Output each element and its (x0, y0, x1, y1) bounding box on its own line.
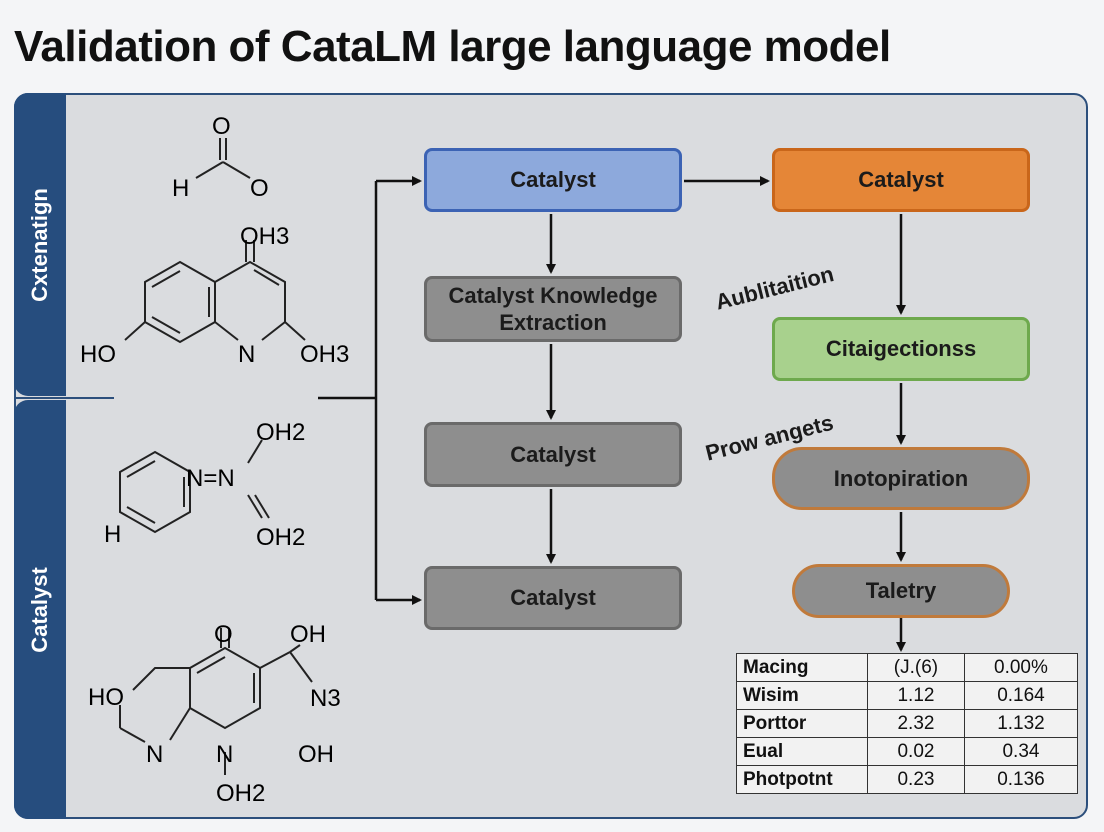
m4-oh2-bottom: OH2 (216, 780, 265, 807)
flow-box-catalyst-gray-2[interactable]: Catalyst (424, 566, 682, 630)
m4-oh-right: OH (298, 741, 334, 768)
molecule-fused-ring (119, 628, 313, 775)
m3-h: H (104, 521, 121, 548)
table-cell-label: Eual (736, 737, 868, 766)
page-title: Validation of CataLM large language mode… (14, 22, 891, 71)
molecule-formic (195, 138, 251, 179)
table-cell-value: 0.02 (867, 737, 965, 766)
flow-box-knowledge-extraction[interactable]: Catalyst Knowledge Extraction (424, 276, 682, 342)
m2-n: N (238, 341, 255, 368)
m4-n-right: N (216, 741, 233, 768)
table-cell-label: Porttor (736, 709, 868, 738)
flow-box-taletry[interactable]: Taletry (792, 564, 1010, 618)
table-cell-value: 0.00% (963, 653, 1079, 682)
flow-box-inotopiration[interactable]: Inotopiration (772, 447, 1030, 510)
molecule-quinolinone (124, 240, 306, 344)
sidebar-divider (14, 397, 114, 399)
m4-n-left: N (146, 741, 163, 768)
sidebar-section-bottom: Catalyst (14, 400, 66, 819)
table-cell-value: 0.23 (867, 765, 965, 794)
table-cell-value: 0.34 (963, 737, 1079, 766)
table-cell-label: Wisim (736, 681, 868, 710)
flow-box-catalyst-orange[interactable]: Catalyst (772, 148, 1030, 212)
m1-h: H (172, 175, 189, 202)
flow-box-catalyst-blue[interactable]: Catalyst (424, 148, 682, 212)
m1-o-top: O (212, 113, 231, 140)
table-cell-value: 1.12 (867, 681, 965, 710)
table-cell-value: 0.164 (963, 681, 1079, 710)
table-cell-value: 0.136 (963, 765, 1079, 794)
table-cell-label: Macing (736, 653, 868, 682)
m4-ho: HO (88, 684, 124, 711)
m4-o-top: O (214, 621, 233, 648)
sidebar-section-top: Cxtenatign (14, 93, 66, 396)
table-cell-value: (J.(6) (867, 653, 965, 682)
flow-connectors (318, 176, 906, 652)
m3-n-eq: N=N (186, 465, 235, 492)
molecule-pyridine-azo (119, 439, 270, 534)
m1-o-right: O (250, 175, 269, 202)
m2-ho: HO (80, 341, 116, 368)
flow-box-citaigectionss[interactable]: Citaigectionss (772, 317, 1030, 381)
m4-n3: N3 (310, 685, 341, 712)
table-cell-value: 2.32 (867, 709, 965, 738)
m4-oh-top: OH (290, 621, 326, 648)
table-row: Macing(J.(6)0.00% (736, 653, 1079, 682)
flow-box-catalyst-gray-1[interactable]: Catalyst (424, 422, 682, 487)
table-cell-label: Photpotnt (736, 765, 868, 794)
m2-oh3-right: OH3 (300, 341, 349, 368)
m2-oh3-top: OH3 (240, 223, 289, 250)
m3-oh2-top: OH2 (256, 419, 305, 446)
table-cell-value: 1.132 (963, 709, 1079, 738)
m3-oh2-bottom: OH2 (256, 524, 305, 551)
